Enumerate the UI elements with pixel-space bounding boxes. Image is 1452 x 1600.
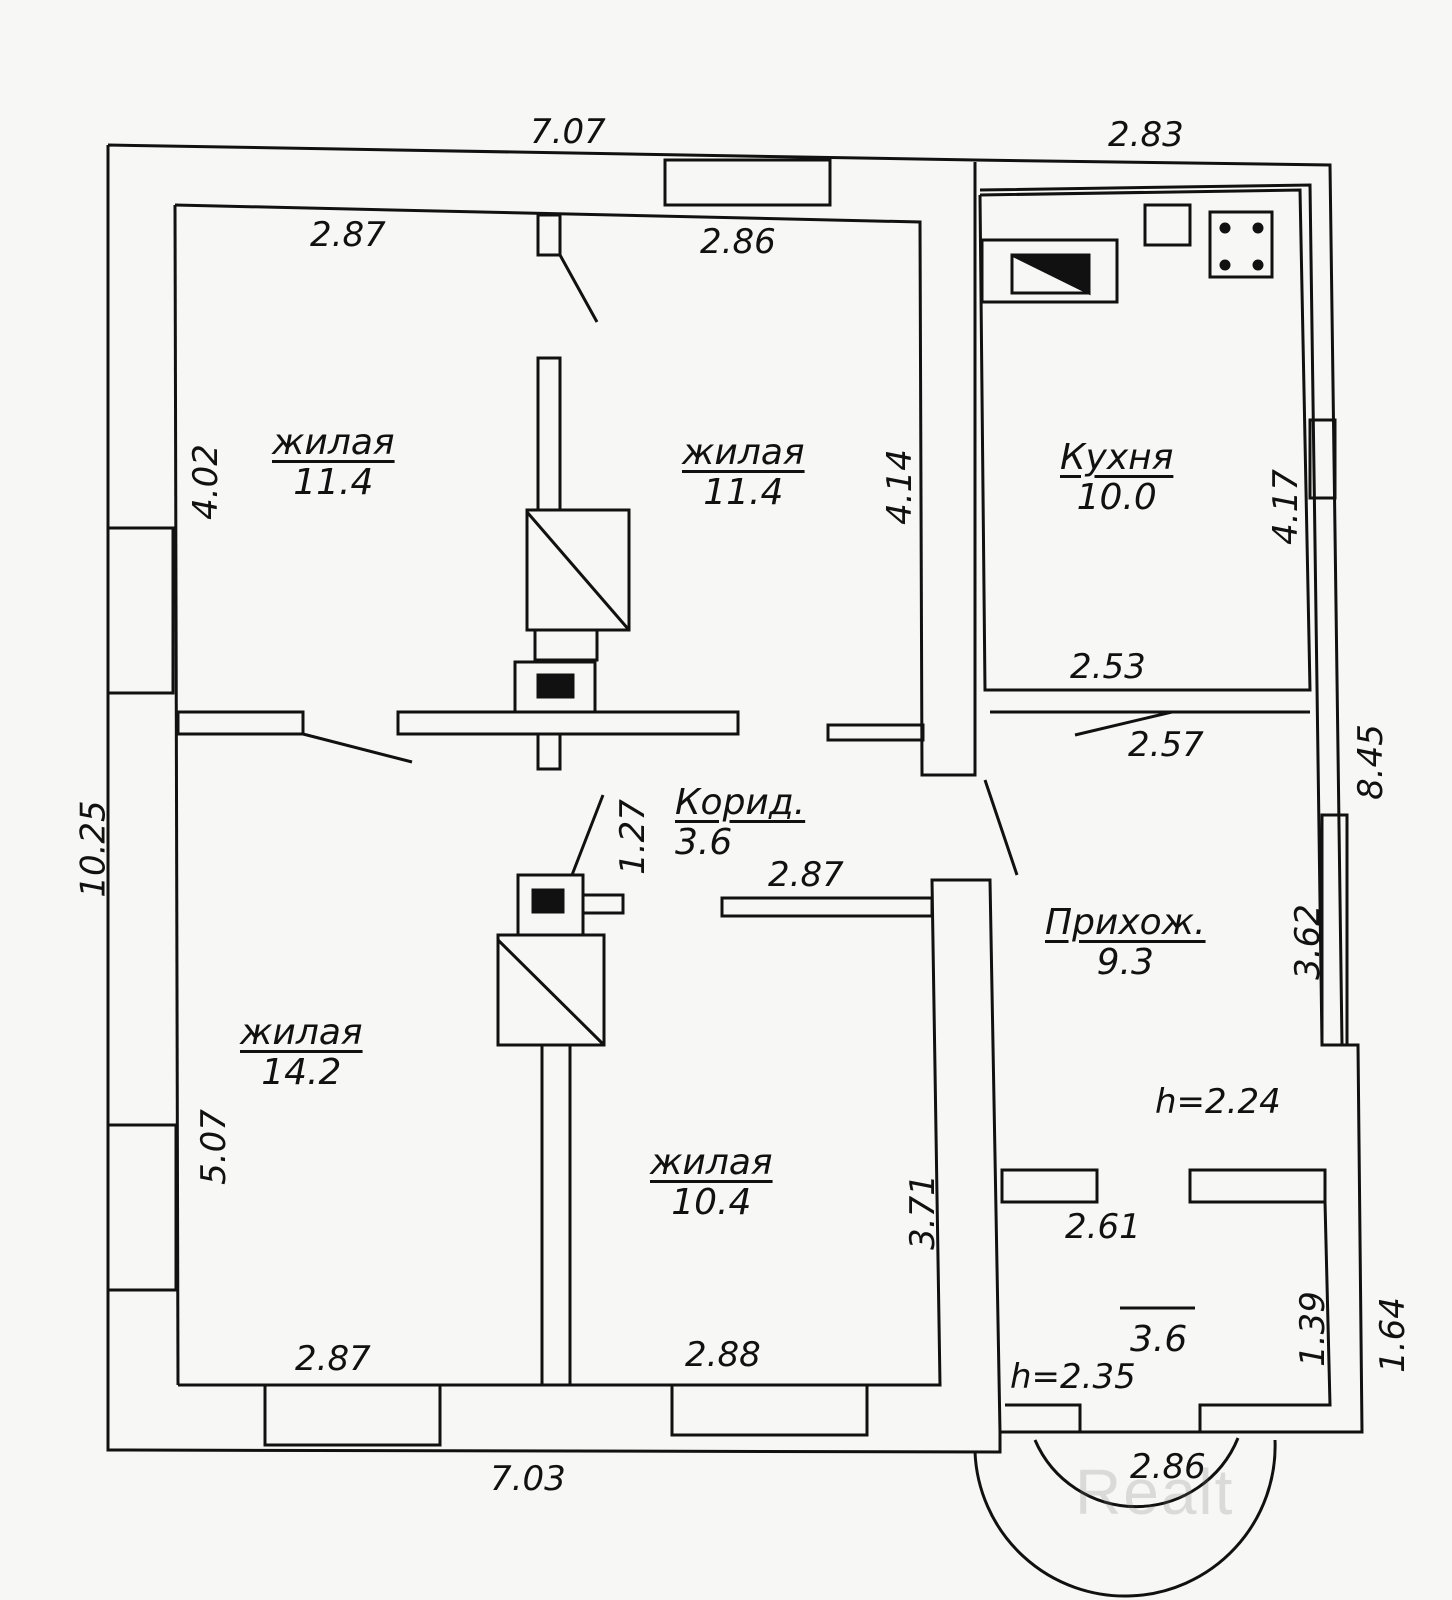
dim-room4-height: 3.71	[902, 1174, 943, 1250]
window	[663, 158, 832, 207]
stove-firebox	[513, 660, 597, 714]
vestibule-wall-right	[1188, 1168, 1327, 1204]
dim-right-outer: 8.45	[1350, 724, 1391, 800]
room-label-vestibule: 3.6	[1130, 1318, 1187, 1358]
window	[670, 1383, 869, 1437]
cooktop	[1208, 210, 1274, 279]
door-swing	[302, 732, 413, 764]
porch-arc-inner	[1033, 1437, 1240, 1509]
dim-room2-height: 4.14	[879, 449, 920, 525]
room-name: жилая	[682, 432, 805, 473]
room-name: Кухня	[1060, 437, 1174, 478]
window	[1320, 813, 1349, 1047]
room-label-corridor: Корид.3.6	[675, 785, 805, 861]
room-area: 3.6	[1130, 1319, 1188, 1360]
kitchen-outer-inner	[979, 183, 1324, 1046]
dim-left-outer: 10.25	[73, 800, 114, 898]
room-area: 10.0	[1076, 477, 1157, 518]
room-area: 11.4	[703, 472, 784, 513]
room-area: 11.4	[293, 462, 374, 503]
partition	[176, 710, 305, 736]
dim-room3-height: 5.07	[193, 1109, 234, 1185]
partition	[536, 213, 562, 257]
dim-room4-width: 2.88	[685, 1335, 761, 1375]
outer-wall	[106, 143, 1364, 1454]
room-name: жилая	[650, 1142, 773, 1183]
vestibule-walls-left	[1005, 1403, 1082, 1432]
room-area: 3.6	[675, 822, 733, 863]
window	[106, 526, 175, 695]
dim-vestibule-inner-height: 1.39	[1292, 1291, 1333, 1367]
door-swing	[558, 254, 599, 323]
dim-room1-width: 2.87	[310, 215, 386, 255]
sink	[1143, 203, 1192, 247]
vestibule-wall-left	[1000, 1168, 1099, 1204]
inner-wall-main	[174, 162, 977, 777]
kitchen-stove	[980, 238, 1119, 304]
dim-hall-width: 2.57	[1128, 725, 1204, 765]
dim-top-outer-kitchen: 2.83	[1108, 115, 1184, 155]
partition	[536, 732, 562, 771]
dim-hall-height: 3.62	[1287, 904, 1328, 980]
partition	[536, 356, 562, 512]
dim-room3-width: 2.87	[295, 1339, 371, 1379]
dim-kitchen-height: 4.17	[1265, 469, 1306, 545]
partition	[540, 1043, 572, 1387]
height-vestibule: h=2.35	[1010, 1357, 1136, 1397]
dim-corridor-width: 2.87	[768, 855, 844, 895]
kitchen-wall	[978, 188, 1312, 692]
room-name: жилая	[272, 422, 395, 463]
room-area: 9.3	[1096, 942, 1154, 983]
window	[106, 1123, 178, 1292]
dim-room1-height: 4.02	[185, 444, 226, 520]
door-swing	[1074, 710, 1173, 737]
stove	[496, 933, 606, 1047]
door-swing	[570, 794, 605, 876]
dim-room2-width: 2.86	[700, 222, 776, 262]
room-label-hall: Прихож.9.3	[1045, 905, 1206, 981]
dim-bottom-outer-main: 7.03	[490, 1459, 566, 1499]
porch-arc	[973, 1439, 1277, 1598]
door-swing	[983, 779, 1019, 876]
partition	[826, 723, 925, 742]
partition	[396, 710, 740, 736]
window	[1308, 418, 1337, 500]
height-hall: h=2.24	[1155, 1082, 1281, 1122]
vestibule-walls	[1198, 1201, 1332, 1432]
dim-vestibule-width: 2.61	[1065, 1207, 1141, 1247]
room-name: Корид.	[675, 782, 806, 823]
dim-top-outer-main: 7.07	[530, 112, 606, 152]
room-area: 14.2	[261, 1052, 342, 1093]
room-name: Прихож.	[1045, 902, 1206, 943]
dim-kitchen-width: 2.53	[1070, 647, 1146, 687]
room-area: 10.4	[671, 1182, 752, 1223]
watermark: Realt	[1075, 1456, 1235, 1528]
dim-porch-width: 2.86	[1130, 1447, 1206, 1487]
room-name: жилая	[240, 1012, 363, 1053]
dim-corridor-door: 1.27	[612, 799, 653, 875]
dim-vestibule-outer-height: 1.64	[1372, 1297, 1413, 1373]
partition	[720, 896, 934, 918]
stove	[533, 628, 599, 662]
window	[263, 1383, 442, 1447]
